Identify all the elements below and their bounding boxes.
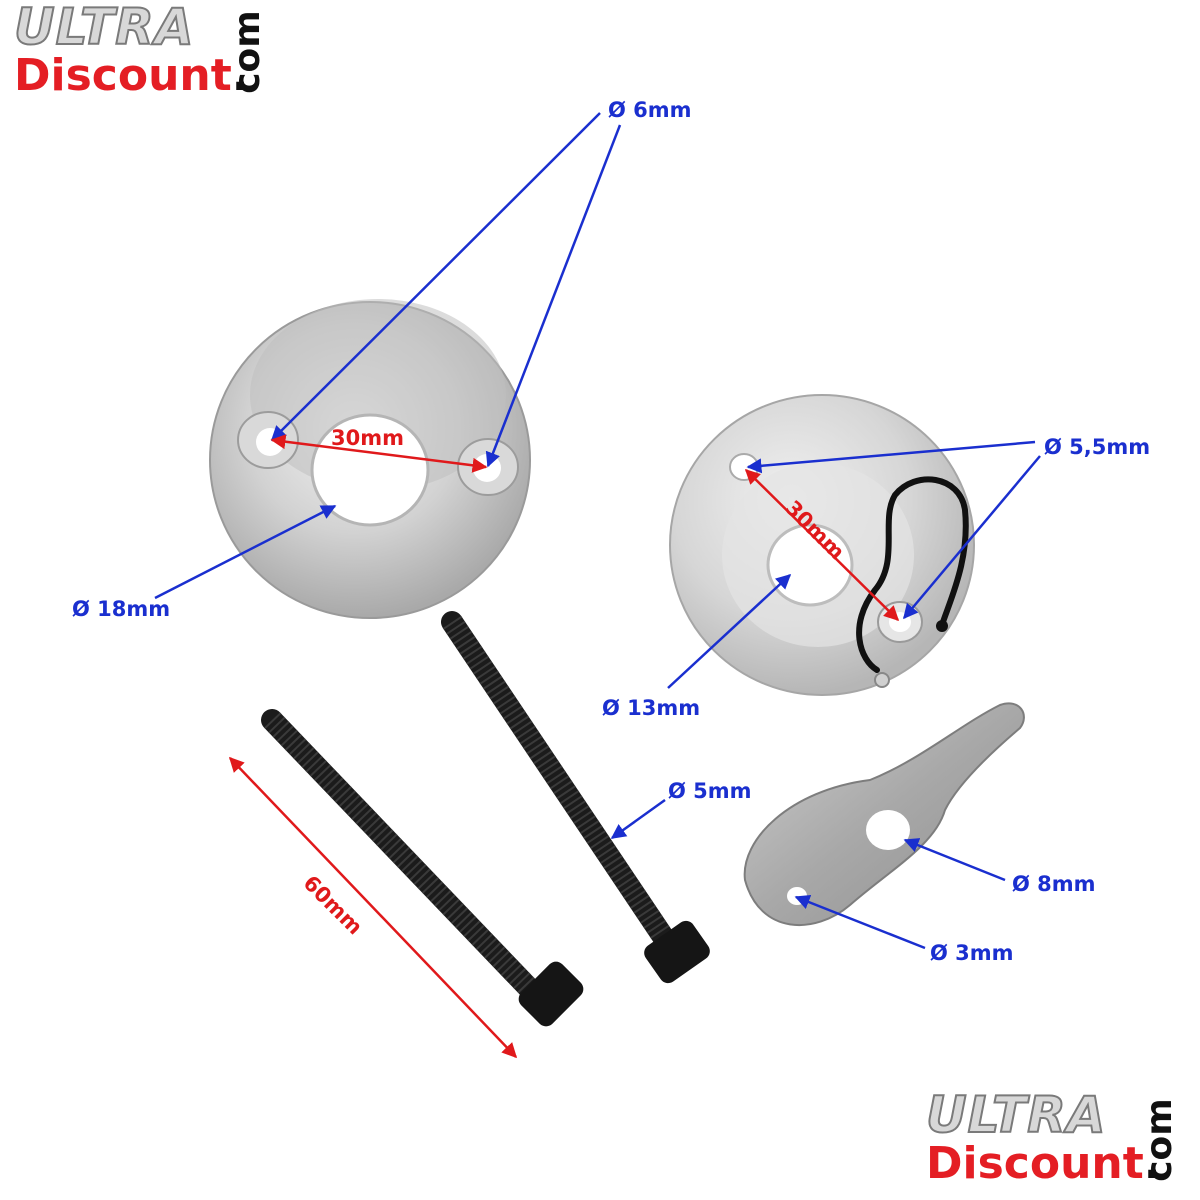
logo-com: com (226, 2, 270, 102)
label-bracket-large-hole: Ø 8mm (1012, 872, 1096, 896)
bracket-small-hole (787, 887, 807, 905)
logo-dot: . (1143, 1138, 1161, 1189)
label-screw-diameter: Ø 5mm (668, 779, 752, 803)
brand-logo-top: ULTRA Discount. com (13, 0, 274, 102)
label-hole-large-part: Ø 6mm (608, 98, 692, 122)
bracket-large-hole (866, 810, 910, 850)
bracket-plate (743, 702, 1025, 926)
brand-logo-bottom: ULTRA Discount. com (925, 1086, 1186, 1190)
label-hole-small-part: Ø 5,5mm (1044, 435, 1151, 459)
label-bore-large-part: Ø 18mm (72, 597, 171, 621)
label-bore-small-part: Ø 13mm (602, 696, 701, 720)
logo-discount-text: Discount. (926, 1142, 1161, 1186)
large-adapter-ring (209, 299, 531, 619)
logo-com: com (1138, 1090, 1182, 1190)
logo-com-text: com (227, 10, 268, 94)
label-spacing-large-part: 30mm (331, 426, 404, 450)
screw-head (644, 920, 710, 984)
length-line-screw (228, 756, 518, 1059)
logo-dot: . (231, 50, 249, 101)
logo-ultra-text: ULTRA (925, 1086, 1107, 1144)
label-bracket-small-hole: Ø 3mm (930, 941, 1014, 965)
logo-ultra-text: ULTRA (13, 0, 195, 56)
logo-discount-text: Discount. (14, 54, 249, 98)
spacing-line-small (744, 468, 900, 622)
logo-discount-word: Discount (14, 50, 232, 101)
logo-com-text: com (1139, 1098, 1180, 1182)
screw-head (518, 961, 584, 1027)
screw-long-center (441, 611, 710, 984)
logo-discount-word: Discount (926, 1138, 1144, 1189)
dimension-lines (228, 434, 900, 1059)
large-mount-hole-right (473, 454, 501, 482)
spacing-line-large (270, 434, 488, 473)
